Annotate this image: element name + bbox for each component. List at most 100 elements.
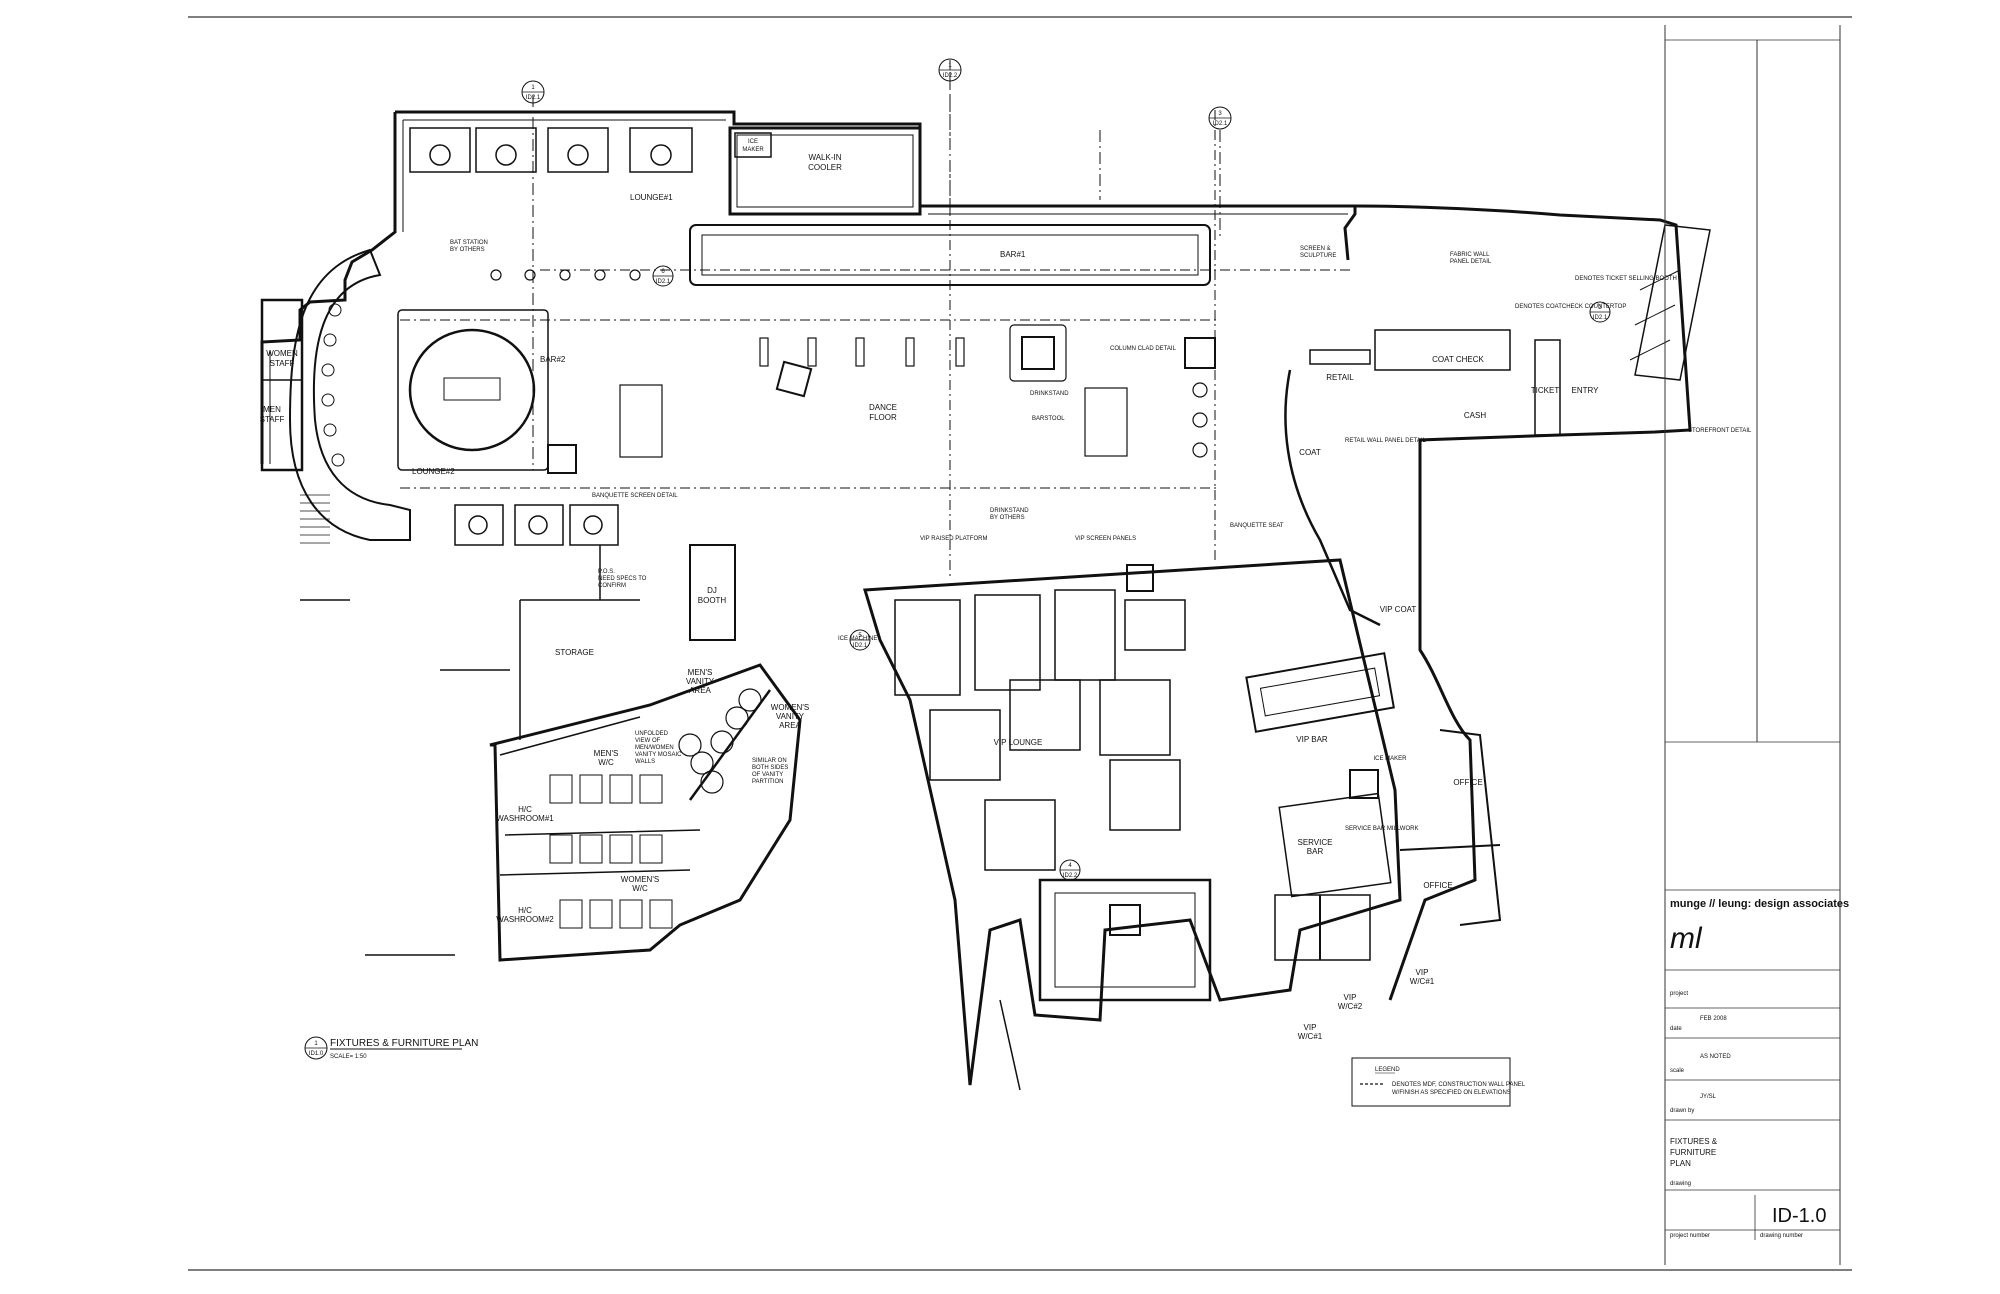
plan-title-number: 1 [314,1041,318,1047]
room-hc2-2: WASHROOM#2 [496,915,554,924]
plan-title-sheet: ID1.0 [309,1051,324,1057]
room-dance-2: FLOOR [869,413,897,422]
note-pos-1: P.O.S. [598,569,615,575]
legend: LEGEND DENOTES MDF, CONSTRUCTION WALL PA… [1351,1057,1526,1107]
room-mens-wc-1: MEN'S [594,749,619,758]
room-womens-wc-1: WOMEN'S [621,875,659,884]
note-unfolded-5: WALLS [635,759,655,765]
note-bat-station-1: BAT STATION [450,240,488,246]
room-mens-vanity-3: AREA [689,686,711,695]
note-banquette-seat: BANQUETTE SEAT [1230,523,1284,529]
room-cash: CASH [1464,411,1486,420]
note-fabric-wall-2: PANEL DETAIL [1450,259,1492,265]
room-coat-check: COAT CHECK [1432,355,1484,364]
dance-floor-elements [490,269,1216,474]
room-vip-wc3-1: VIP [1304,1023,1317,1032]
storage-walls [519,545,640,740]
scale-value: AS NOTED [1700,1054,1731,1060]
room-labels: LOUNGE#1 LOUNGE#2 BAR#1 BAR#2 DANCE FLOO… [260,139,1600,1041]
field-drawing-no-label: drawing number [1760,1233,1803,1239]
room-icemaker-1: ICE [748,139,758,145]
date-value: FEB 2008 [1700,1016,1727,1022]
marker-e-sheet: ID2.1 [1593,315,1608,321]
room-lounge1: LOUNGE#1 [630,193,673,202]
room-womens-vanity-3: AREA [779,721,801,730]
marker-b-sheet: ID2.2 [943,73,958,79]
marker-g-sheet: ID2.1 [853,643,868,649]
drawn-by-value: JY/SL [1700,1094,1717,1100]
note-storefront: STOREFRONT DETAIL [1688,428,1752,434]
firm-logo: ml [1670,922,1703,955]
note-bat-station-2: BY OTHERS [450,247,485,253]
retail-counter [1309,349,1371,365]
vip-wing [863,558,1402,1086]
drawing-title-2: FURNITURE [1670,1148,1716,1157]
room-hc1-2: WASHROOM#1 [496,814,554,823]
dj-booth [689,544,736,641]
note-similar-4: PARTITION [752,779,783,785]
room-womens-vanity-2: VANITY [776,712,805,721]
note-by-others: BY OTHERS [990,515,1025,521]
room-women-staff-2: STAFF [270,359,295,368]
room-men-staff-2: STAFF [260,415,285,424]
field-project-label: project [1670,991,1688,997]
firm-name: munge // leung: design associates [1670,898,1849,910]
plan-title-scale: SCALE= 1:50 [330,1054,367,1060]
note-unfolded-2: VIEW OF [635,738,661,744]
corridor-lines [300,599,1021,1091]
marker-f-sheet: ID2.2 [1063,873,1078,879]
room-women-staff-1: WOMEN [266,349,298,358]
coat-check-counter [1374,329,1511,371]
lounge1-booths [409,127,693,173]
toilet-stalls [549,774,673,929]
title-block: munge // leung: design associates ml pro… [1664,25,1849,1265]
entry-storefront [1634,224,1711,381]
note-ice-machine: ICE MACHINE [838,636,877,642]
room-walkin-2: COOLER [808,163,842,172]
note-similar-1: SIMILAR ON [752,758,787,764]
note-banquette-screen: BANQUETTE SCREEN DETAIL [592,493,678,499]
note-unfolded-4: VANITY MOSAIC [635,752,682,758]
marker-g-number: 5 [858,633,862,639]
marker-b-number: 1 [948,63,952,69]
section-marker-f: 4 ID2.2 [1059,859,1081,881]
note-service-millwork: SERVICE BAR MILLWORK [1345,826,1418,832]
note-fabric-wall-1: FABRIC WALL [1450,252,1490,258]
floor-plan [260,60,1711,1091]
note-screen-1: SCREEN & [1300,246,1331,252]
marker-d-sheet: ID2.1 [656,279,671,285]
annotation-notes: BANQUETTE SEAT DRINKSTAND BY OTHERS DRIN… [450,240,1752,832]
field-drawing-label: drawing [1670,1181,1691,1187]
bar2-equipment [443,377,501,401]
room-entry: ENTRY [1572,386,1600,395]
room-bar1: BAR#1 [1000,250,1026,259]
room-icemaker-2: MAKER [742,147,764,153]
note-pos-2: NEED SPECS TO [598,576,647,582]
room-service-bar-1: SERVICE [1298,838,1333,847]
room-vip-bar: VIP BAR [1296,735,1328,744]
room-vip-wc3-2: W/C#1 [1298,1032,1323,1041]
marker-a-number: 1 [531,85,535,91]
legend-line1: DENOTES MDF, CONSTRUCTION WALL PANEL [1392,1082,1526,1088]
room-lounge2: LOUNGE#2 [412,467,455,476]
plan-title: 1 ID1.0 FIXTURES & FURNITURE PLAN SCALE=… [304,1036,478,1060]
field-scale-label: scale [1670,1068,1685,1074]
legend-line2: W/FINISH AS SPECIFIED ON ELEVATIONS [1392,1090,1511,1096]
note-unfolded-3: MEN/WOMEN [635,745,674,751]
field-drawn-label: drawn by [1670,1108,1694,1114]
marker-c-number: 3 [1218,111,1222,117]
room-mens-vanity-1: MEN'S [688,668,713,677]
room-retail: RETAIL [1326,373,1354,382]
section-marker-a: 1 ID2.1 [521,80,545,104]
room-dj-1: DJ [707,586,717,595]
note-barstool: BARSTOOL [1032,416,1065,422]
room-men-staff-1: MEN [263,405,281,414]
note-column-clad: COLUMN CLAD DETAIL [1110,346,1177,352]
field-date-label: date [1670,1026,1682,1032]
ticket-booth [1534,339,1561,436]
washroom-wing [489,663,802,962]
plan-title-text: FIXTURES & FURNITURE PLAN [330,1038,478,1049]
drawing-title-3: PLAN [1670,1159,1691,1168]
room-ticket: TICKET [1531,386,1560,395]
